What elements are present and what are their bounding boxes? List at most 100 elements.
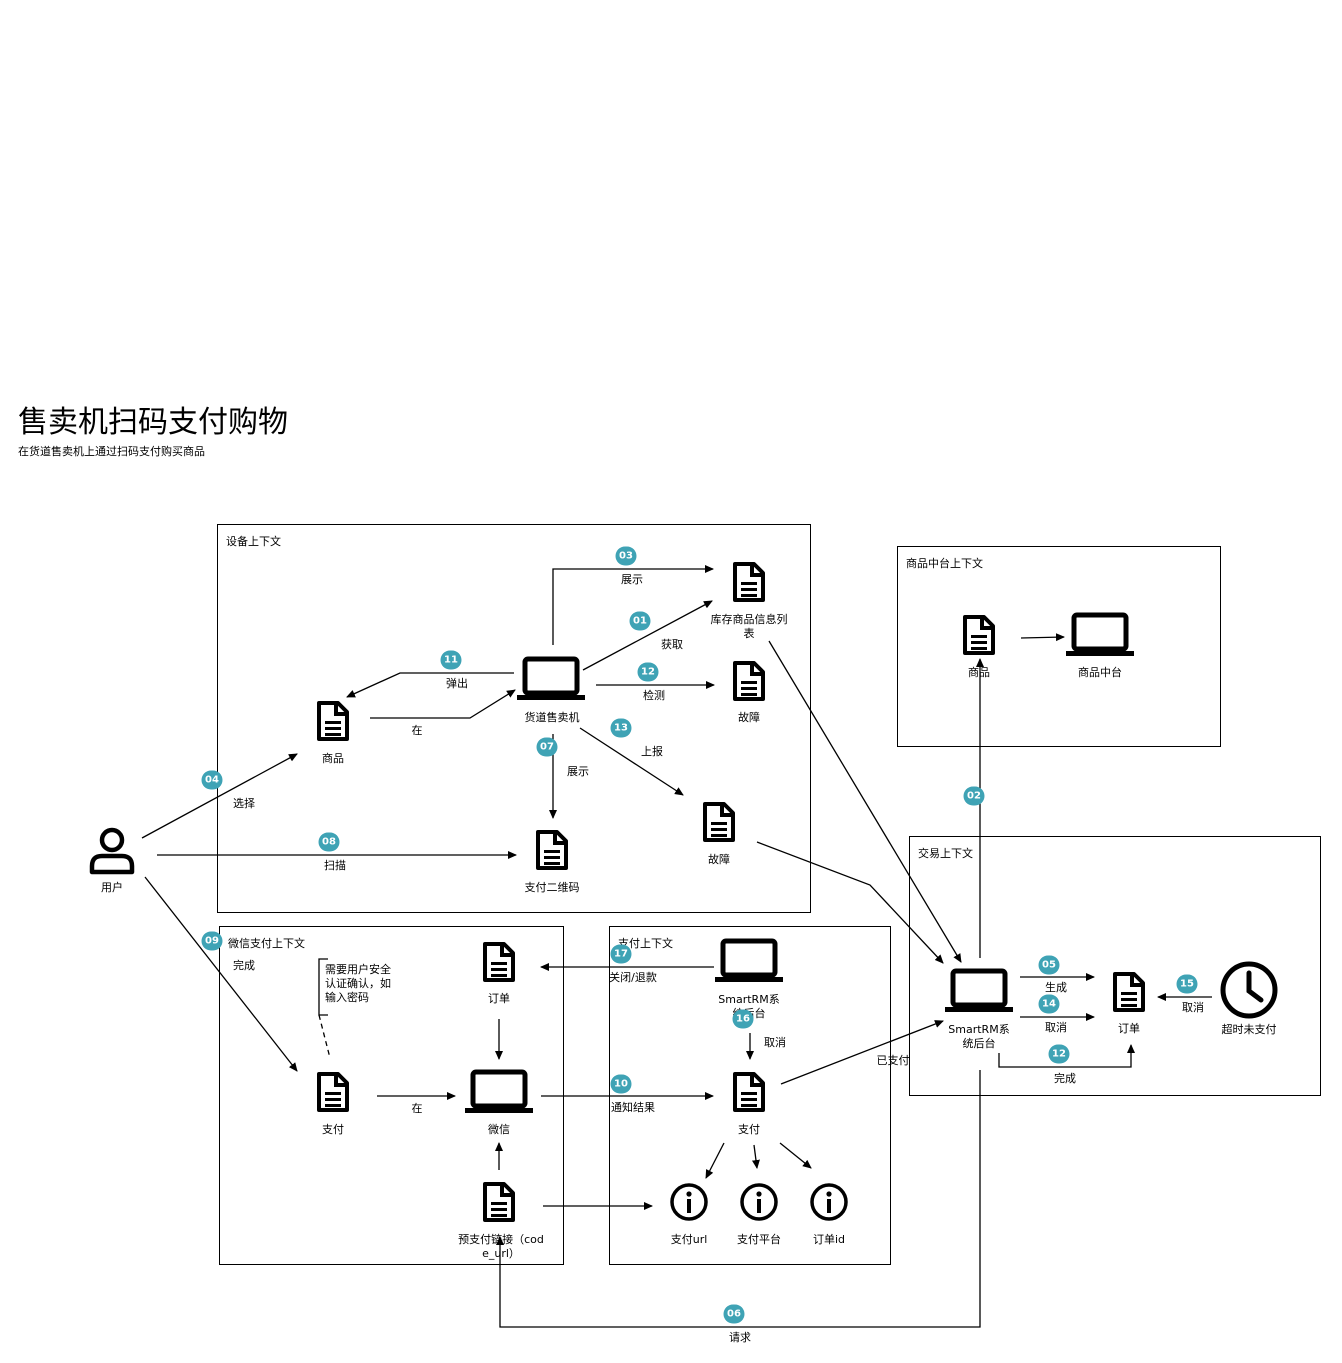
- inventory-list-doc-icon: [732, 562, 766, 606]
- badge-04: 04: [201, 770, 223, 790]
- badge-13: 13: [610, 718, 632, 738]
- edge-15-label: 取消: [1182, 1001, 1204, 1014]
- edge-payment-platform: [751, 1144, 760, 1169]
- edge-06: [496, 1070, 981, 1328]
- goods-label: 商品: [322, 752, 344, 765]
- edge-14-label: 取消: [1045, 1021, 1067, 1034]
- edge-01: [582, 600, 713, 671]
- edge-payment-orderid: [779, 1142, 812, 1169]
- edge-fault-smartrm: [756, 841, 944, 964]
- user-label: 用户: [101, 881, 123, 894]
- prepay-link-label: 预支付链接（code_url）: [458, 1233, 544, 1260]
- goods-center-item-doc-icon: [962, 615, 996, 659]
- wechat-pay-doc-icon: [316, 1072, 350, 1116]
- wechat-order-label: 订单: [488, 992, 510, 1005]
- edge-12b: [998, 1044, 1135, 1068]
- badge-07: 07: [536, 737, 558, 757]
- edge-goods-center: [1020, 633, 1065, 642]
- edge-04: [141, 753, 298, 839]
- badge-01: 01: [629, 611, 651, 631]
- edge-03: [552, 565, 714, 645]
- edge-17-label: 关闭/退款: [609, 971, 657, 984]
- timeout-label: 超时未支付: [1221, 1023, 1277, 1036]
- wechat-order-doc-icon: [482, 942, 516, 986]
- badge-16: 16: [732, 1009, 754, 1029]
- annotation-text: 需要用户安全认证确认，如输入密码: [325, 963, 391, 1004]
- badge-10: 10: [610, 1074, 632, 1094]
- page-title: 售卖机扫码支付购物: [18, 405, 288, 440]
- page-subtitle: 在货道售卖机上通过扫码支付购买商品: [18, 445, 205, 458]
- wechat-pay-context-label: 微信支付上下文: [228, 937, 305, 950]
- edge-13-label: 上报: [641, 745, 663, 758]
- user-icon: [88, 826, 136, 880]
- badge-14: 14: [1038, 994, 1060, 1014]
- edge-04-label: 选择: [233, 797, 255, 810]
- order-id-info-icon: [809, 1182, 849, 1226]
- pay-url-info-icon: [669, 1182, 709, 1226]
- edge-09-label: 完成: [233, 959, 255, 972]
- inventory-list-label: 库存商品信息列表: [710, 613, 788, 640]
- edge-07-label: 展示: [567, 765, 589, 778]
- edge-08-label: 扫描: [324, 859, 346, 872]
- goods-center-icon: [1065, 612, 1135, 662]
- goods-doc-icon: [316, 701, 350, 745]
- edge-paid-label: 已支付: [876, 1054, 910, 1067]
- edge-05-label: 生成: [1045, 981, 1067, 994]
- badge-17: 17: [610, 944, 632, 964]
- fault-2-doc-icon: [702, 802, 736, 846]
- badge-15: 15: [1176, 974, 1198, 994]
- edge-11: [346, 672, 514, 698]
- smartrm-trade-icon: [944, 968, 1014, 1018]
- edge-paid: [780, 1020, 944, 1085]
- goods-center-item-label: 商品: [968, 666, 990, 679]
- trade-order-doc-icon: [1112, 972, 1146, 1016]
- trade-order-label: 订单: [1118, 1022, 1140, 1035]
- device-context: [217, 524, 811, 913]
- fault-2-label: 故障: [708, 853, 730, 866]
- wechat-icon: [464, 1069, 534, 1119]
- badge-03: 03: [615, 546, 637, 566]
- trade-context-label: 交易上下文: [918, 847, 973, 860]
- badge-12a: 12: [637, 662, 659, 682]
- fault-1-label: 故障: [738, 711, 760, 724]
- order-id-label: 订单id: [812, 1233, 846, 1246]
- edge-03-label: 展示: [621, 573, 643, 586]
- edge-12b-label: 完成: [1054, 1072, 1076, 1085]
- qr-code-label: 支付二维码: [524, 881, 580, 894]
- edge-in-2-label: 在: [411, 1102, 423, 1115]
- prepay-link-doc-icon: [482, 1182, 516, 1226]
- vending-machine-label: 货道售卖机: [524, 711, 580, 724]
- annotation-bracket: [318, 958, 328, 1016]
- edge-11-label: 弹出: [446, 677, 468, 690]
- badge-02: 02: [963, 786, 985, 806]
- edge-inventory-smartrm: [768, 640, 962, 963]
- payment-item-label: 支付: [738, 1123, 760, 1136]
- goods-center-context-label: 商品中台上下文: [906, 557, 983, 570]
- payment-context-label: 支付上下文: [618, 937, 673, 950]
- badge-06: 06: [723, 1304, 745, 1324]
- edge-payment-url: [705, 1142, 725, 1179]
- edge-in-1: [370, 689, 516, 719]
- badge-05: 05: [1038, 955, 1060, 975]
- edge-10-label: 通知结果: [611, 1101, 655, 1114]
- pay-platform-label: 支付平台: [737, 1233, 781, 1246]
- edge-in-1-label: 在: [411, 724, 423, 737]
- smartrm-trade-label: SmartRM系统后台: [948, 1023, 1010, 1050]
- edge-01-label: 获取: [661, 638, 683, 651]
- trade-context: [909, 836, 1321, 1096]
- badge-08: 08: [318, 832, 340, 852]
- qr-code-doc-icon: [535, 830, 569, 874]
- vending-machine-icon: [516, 656, 586, 706]
- payment-doc-icon: [732, 1072, 766, 1116]
- pay-url-label: 支付url: [670, 1233, 708, 1246]
- smartrm-pay-icon: [714, 938, 784, 988]
- goods-center-label: 商品中台: [1078, 666, 1122, 679]
- edge-06-label: 请求: [729, 1331, 751, 1344]
- badge-11: 11: [440, 650, 462, 670]
- edge-09: [144, 876, 298, 1072]
- edge-12a-label: 检测: [643, 689, 665, 702]
- goods-center-context: [897, 546, 1221, 747]
- annotation-dash: [318, 1014, 331, 1059]
- edge-13: [579, 727, 684, 796]
